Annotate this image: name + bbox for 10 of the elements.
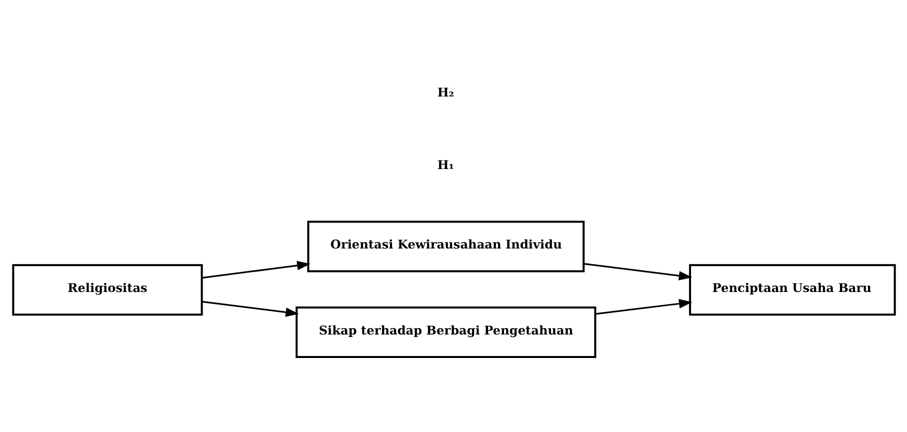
node-box: Religiositas: [12, 264, 202, 316]
node-box: Penciptaan Usaha Baru: [688, 264, 896, 316]
arrow: [583, 262, 692, 280]
arrow: [202, 260, 310, 278]
arrow: [594, 298, 692, 314]
node-box: Orientasi Kewirausahaan Individu: [306, 220, 584, 272]
arrow: [202, 300, 298, 316]
label: H₂: [436, 84, 454, 99]
node-box: Sikap terhadap Berbagi Pengetahuan: [295, 306, 596, 358]
label: H₁: [436, 157, 454, 172]
